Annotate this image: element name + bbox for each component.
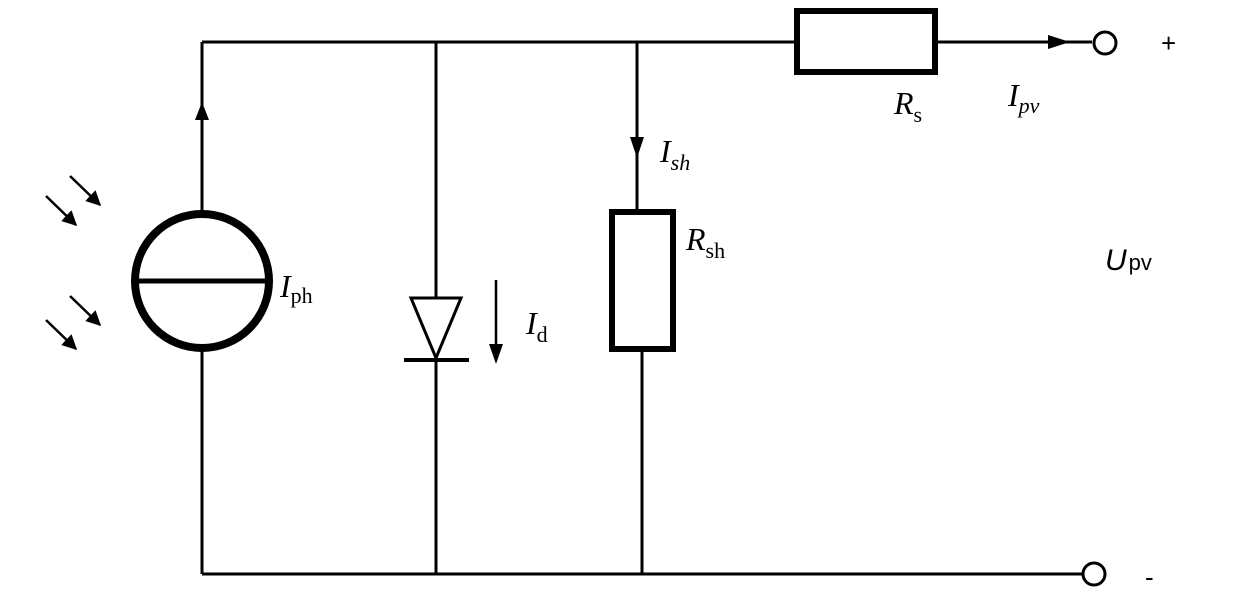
- diode-symbol: [404, 296, 469, 362]
- source-current-arrow: [195, 102, 209, 120]
- diode-current-arrowhead: [489, 344, 503, 364]
- label-ipv: Ipv: [1007, 77, 1040, 118]
- output-current-arrowhead: [1048, 35, 1070, 49]
- light-rays-icon: [45, 175, 102, 351]
- label-upv: Upv: [1105, 244, 1152, 277]
- label-rsh: Rsh: [685, 221, 725, 263]
- negative-terminal: [1081, 561, 1107, 587]
- positive-terminal: [1092, 30, 1118, 56]
- series-resistor: [794, 8, 938, 75]
- label-ish: Ish: [659, 133, 690, 175]
- label-id: Id: [525, 305, 548, 347]
- current-source-symbol: [131, 210, 273, 352]
- label-iph: Iph: [279, 268, 313, 308]
- label-rs: Rs: [893, 85, 922, 127]
- label-plus: +: [1161, 28, 1176, 58]
- shunt-resistor: [609, 209, 676, 352]
- shunt-current-arrowhead: [630, 137, 644, 158]
- label-minus: -: [1145, 562, 1154, 592]
